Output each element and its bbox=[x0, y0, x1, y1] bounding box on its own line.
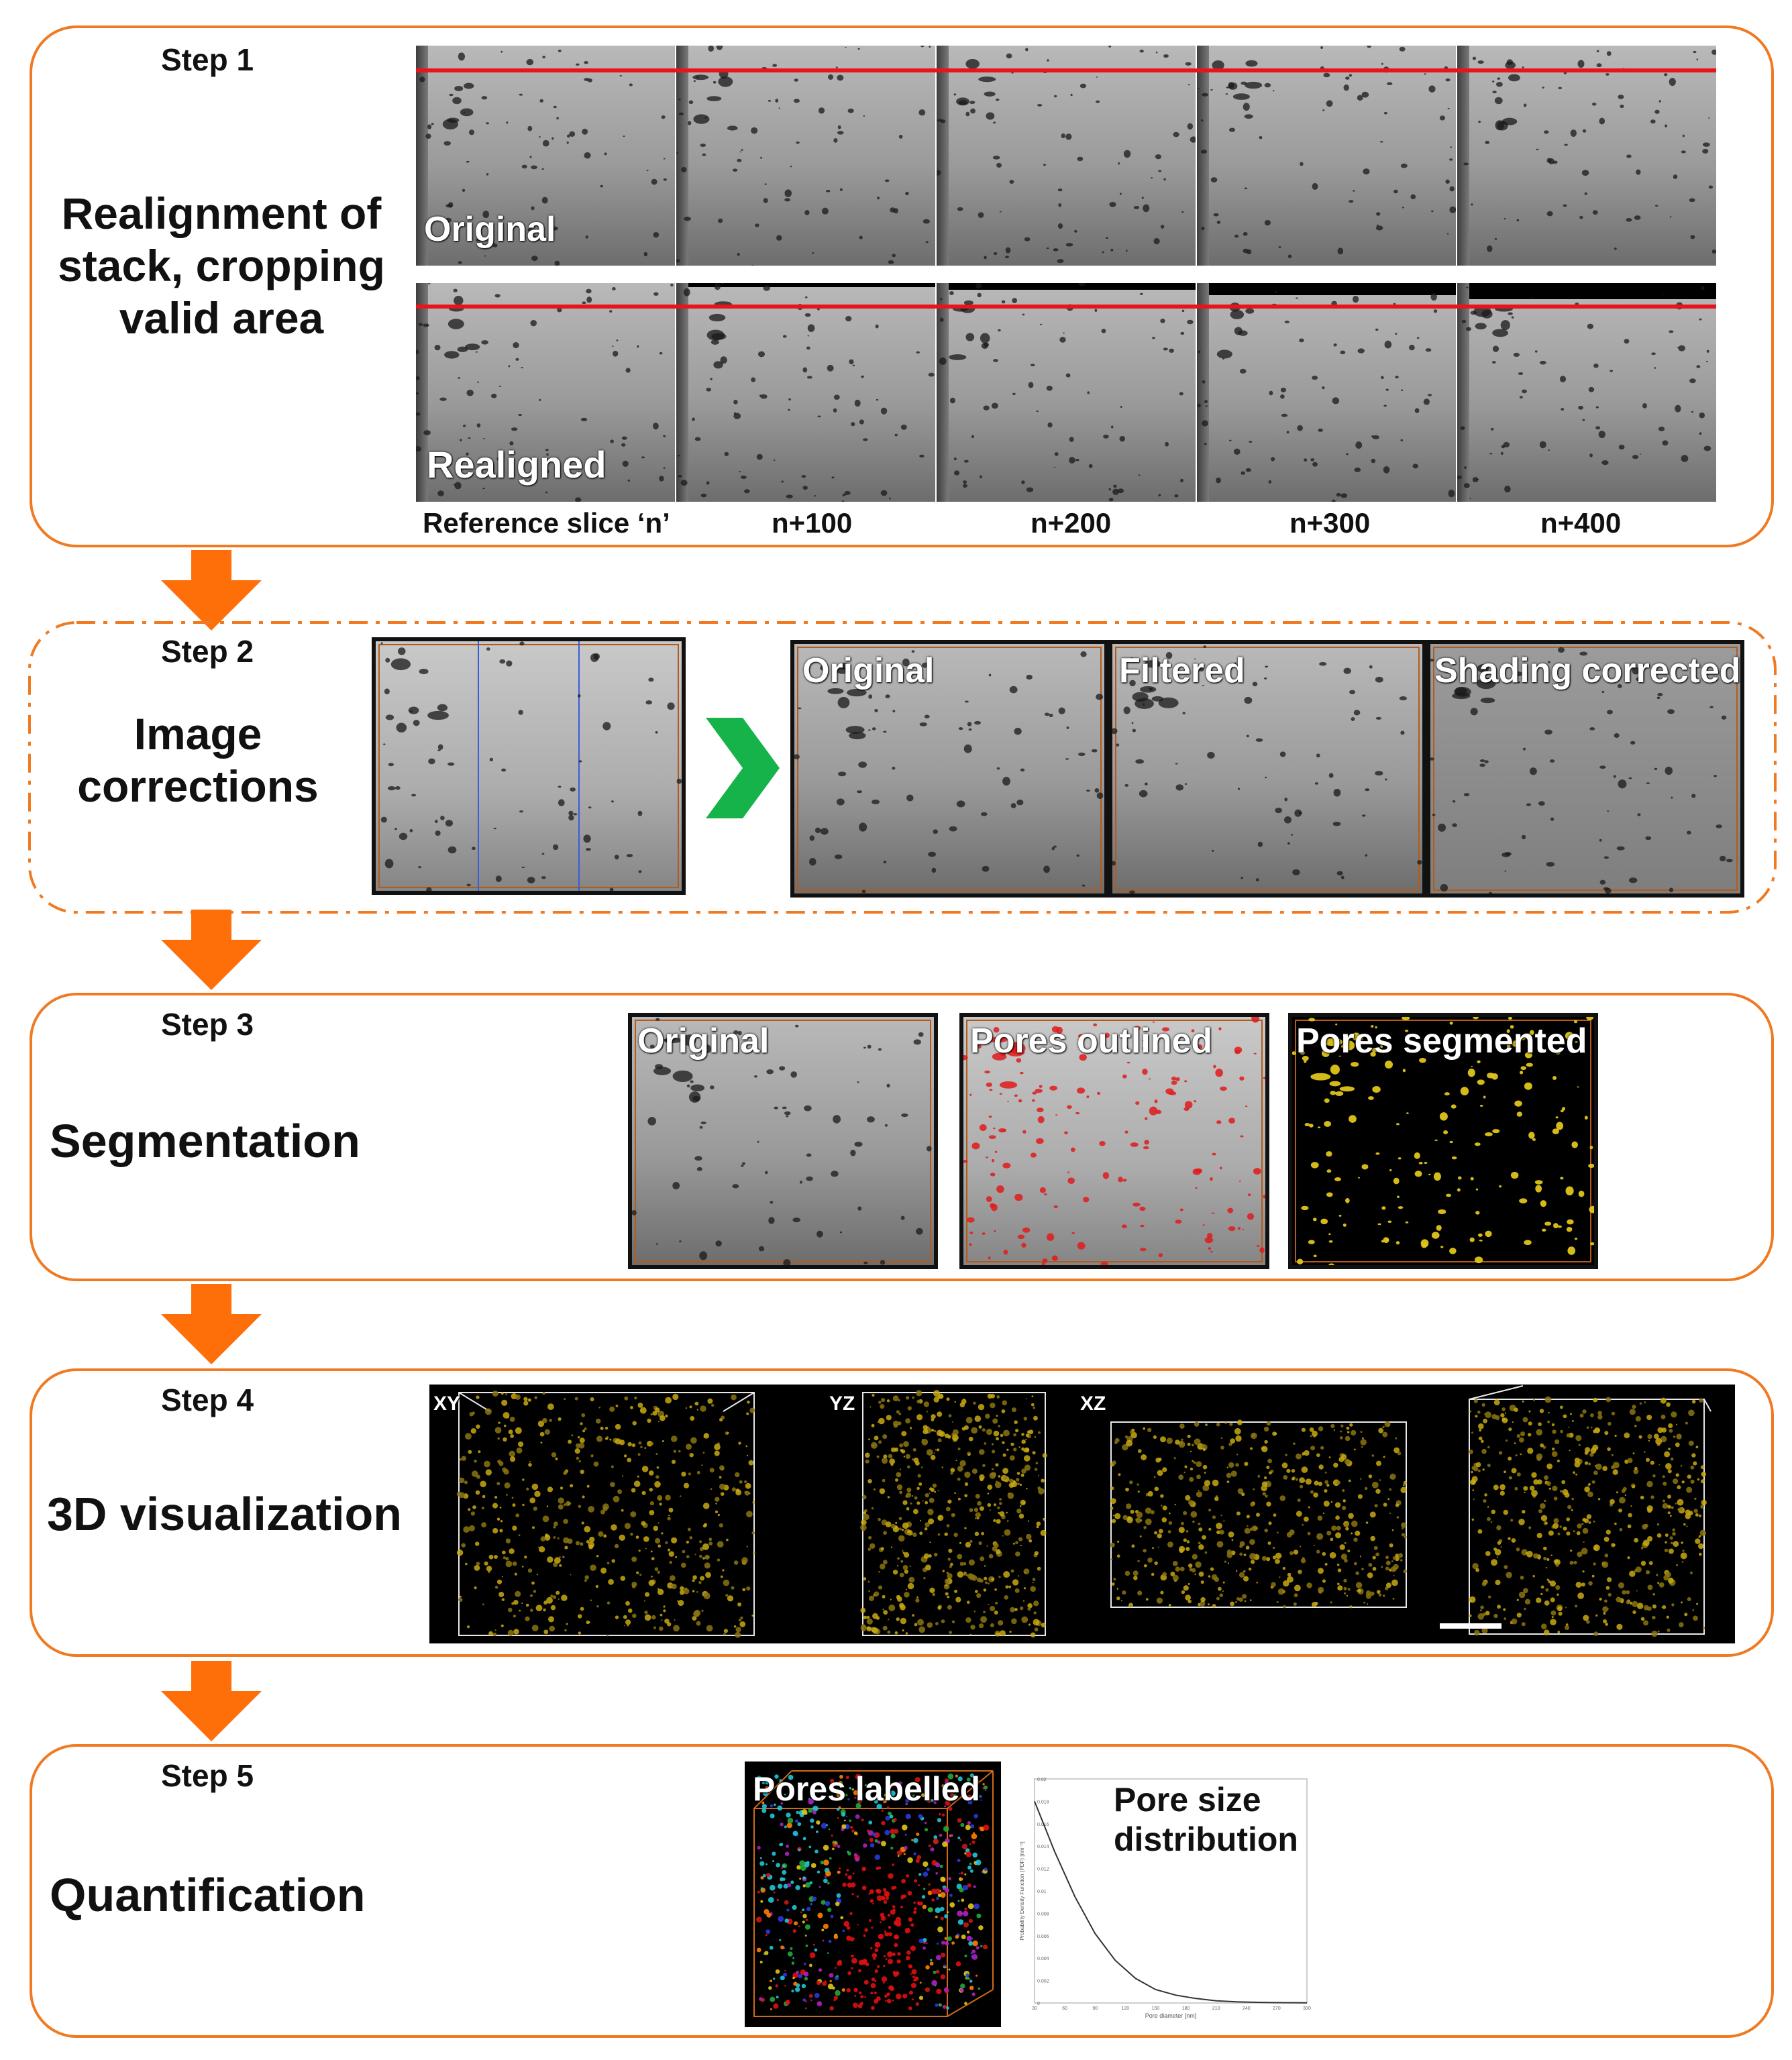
y-tick-label: 0.014 bbox=[1037, 1845, 1049, 1849]
y-tick-label: 0.02 bbox=[1037, 1778, 1047, 1782]
pores-labelled-label: Pores labelled bbox=[753, 1770, 981, 1808]
pore-spots bbox=[419, 49, 667, 266]
down-arrow-icon bbox=[161, 1661, 262, 1741]
step2-shading-image bbox=[1426, 640, 1744, 898]
step5-title: Quantification bbox=[50, 1869, 366, 1921]
original-slice-n bbox=[416, 46, 675, 266]
step3-panel bbox=[30, 993, 1774, 1281]
step3-original-image bbox=[628, 1013, 938, 1269]
y-tick-label: 0.004 bbox=[1037, 1957, 1049, 1961]
y-tick-label: 0.006 bbox=[1037, 1935, 1049, 1939]
x-tick-label: 240 bbox=[1243, 2006, 1251, 2011]
step2-panel bbox=[28, 621, 1777, 914]
y-tick-label: 0 bbox=[1037, 2002, 1040, 2006]
x-tick-label: 180 bbox=[1182, 2006, 1190, 2011]
y-tick-label: 0.01 bbox=[1037, 1890, 1047, 1894]
slice-caption-n400: n+400 bbox=[1540, 507, 1622, 539]
x-tick-label: 30 bbox=[1032, 2006, 1037, 2011]
slice-caption-n100: n+100 bbox=[772, 507, 853, 539]
step3-outlined-image bbox=[959, 1013, 1269, 1269]
step2-original-image bbox=[790, 640, 1108, 898]
y-axis-label: Probability Density Function (PDF) [nm⁻¹… bbox=[1019, 1841, 1025, 1940]
step2-label-original: Original bbox=[802, 651, 935, 690]
original-slice-n100 bbox=[676, 46, 935, 266]
step3-title: Segmentation bbox=[50, 1115, 360, 1167]
y-tick-label: 0.008 bbox=[1037, 1912, 1049, 1916]
plot-area bbox=[1034, 1778, 1308, 2004]
slice-caption-n200: n+200 bbox=[1031, 507, 1112, 539]
step2-label-shading: Shading corrected bbox=[1434, 651, 1741, 690]
reference-line-original bbox=[416, 68, 1716, 72]
pores-labelled-image bbox=[745, 1761, 1001, 2027]
series-line-pdf bbox=[1034, 1801, 1308, 2004]
view-label-xy: XY bbox=[433, 1393, 461, 1415]
y-tick-label: 0.012 bbox=[1037, 1867, 1049, 1872]
x-tick-label: 300 bbox=[1303, 2006, 1311, 2011]
original-slice-n400 bbox=[1457, 46, 1716, 266]
step3-segmented-image bbox=[1288, 1013, 1598, 1269]
original-slice-n200 bbox=[937, 46, 1196, 266]
step1-label: Step 1 bbox=[161, 42, 254, 77]
chevron-right-icon bbox=[706, 718, 780, 818]
x-tick-label: 120 bbox=[1121, 2006, 1129, 2011]
step3-label: Step 3 bbox=[161, 1007, 254, 1042]
down-arrow-icon bbox=[161, 910, 262, 990]
x-axis-label: Pore diameter [nm] bbox=[1145, 2012, 1197, 2019]
y-tick-label: 0.016 bbox=[1037, 1823, 1049, 1827]
step5-panel bbox=[30, 1744, 1774, 2038]
x-tick-label: 60 bbox=[1062, 2006, 1067, 2011]
slice-caption-n: Reference slice ‘n’ bbox=[423, 507, 670, 539]
realigned-slice-n bbox=[416, 283, 675, 502]
y-tick-label: 0.018 bbox=[1037, 1800, 1049, 1804]
step5-label: Step 5 bbox=[161, 1758, 254, 1793]
step2-filtered-image bbox=[1108, 640, 1426, 898]
down-arrow-icon bbox=[161, 550, 262, 631]
realigned-slice-n400 bbox=[1457, 283, 1716, 502]
step3-label-original: Original bbox=[637, 1022, 770, 1061]
step2-title: Image corrections bbox=[77, 709, 319, 811]
x-tick-label: 90 bbox=[1092, 2006, 1098, 2011]
reference-line-realigned bbox=[416, 305, 1716, 309]
pore-size-distribution-chart: 0 0.002 0.004 0.006 0.008 0.01 0.012 0.014 0.016… bbox=[1019, 1778, 1311, 2019]
step2-label-filtered: Filtered bbox=[1119, 651, 1245, 690]
original-slice-n300 bbox=[1197, 46, 1456, 266]
crop-preview-image bbox=[372, 637, 686, 895]
view-label-yz: YZ bbox=[829, 1393, 855, 1415]
step4-panel bbox=[30, 1368, 1774, 1657]
3d-render-views bbox=[456, 1385, 1711, 1638]
row-label-original: Original bbox=[424, 210, 556, 249]
step3-label-outlined: Pores outlined bbox=[970, 1022, 1213, 1061]
step1-title: Realignment of stack, cropping valid are… bbox=[58, 188, 385, 343]
row-label-realigned: Realigned bbox=[427, 443, 607, 486]
down-arrow-icon bbox=[161, 1284, 262, 1364]
view-label-xz: XZ bbox=[1080, 1393, 1106, 1415]
x-tick-label: 210 bbox=[1212, 2006, 1220, 2011]
chart-title-pore-size-distribution: Pore size distribution bbox=[1114, 1781, 1298, 1858]
realigned-slice-n200 bbox=[937, 283, 1196, 502]
x-tick-label: 270 bbox=[1273, 2006, 1281, 2011]
step4-label: Step 4 bbox=[161, 1383, 254, 1417]
y-tick-label: 0.002 bbox=[1037, 1980, 1049, 1984]
step4-title: 3D visualization bbox=[47, 1488, 403, 1540]
step1-panel bbox=[30, 25, 1774, 547]
step3-label-segmented: Pores segmented bbox=[1296, 1022, 1587, 1061]
step2-label: Step 2 bbox=[161, 634, 254, 669]
3d-visualization-strip bbox=[429, 1385, 1735, 1643]
realigned-slice-n100 bbox=[676, 283, 935, 502]
realigned-slice-n300 bbox=[1197, 283, 1456, 502]
x-tick-label: 150 bbox=[1152, 2006, 1160, 2011]
scale-bar bbox=[1440, 1623, 1501, 1629]
slice-caption-n300: n+300 bbox=[1289, 507, 1371, 539]
